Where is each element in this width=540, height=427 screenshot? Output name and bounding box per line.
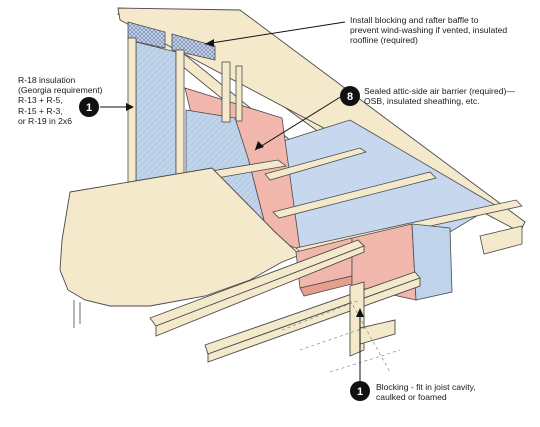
badge-middle-number: 8	[347, 91, 353, 103]
badge-middle: 8	[340, 86, 360, 106]
badge-left: 1	[79, 97, 99, 117]
callout-air-barrier: Sealed attic-side air barrier (required)…	[364, 86, 515, 107]
badge-bottom: 1	[350, 381, 370, 401]
callout-kneewall-insulation: R-18 insulation (Georgia requirement) R-…	[18, 75, 103, 126]
callout-rafter-baffle: Install blocking and rafter baffle to pr…	[350, 15, 508, 46]
badge-left-number: 1	[86, 102, 92, 114]
leader-arrowheads	[126, 39, 364, 317]
ceiling-drywall	[59, 167, 301, 307]
callout-joist-blocking: Blocking - fit in joist cavity, caulked …	[376, 382, 476, 403]
rafter-baffle-blocking	[127, 21, 216, 61]
leader-lines	[100, 21, 361, 386]
dashed-guide-lines	[281, 299, 401, 373]
badge-bottom-number: 1	[357, 386, 363, 398]
drywall-edge-ticks	[73, 300, 81, 328]
ceiling-joists	[149, 239, 421, 363]
